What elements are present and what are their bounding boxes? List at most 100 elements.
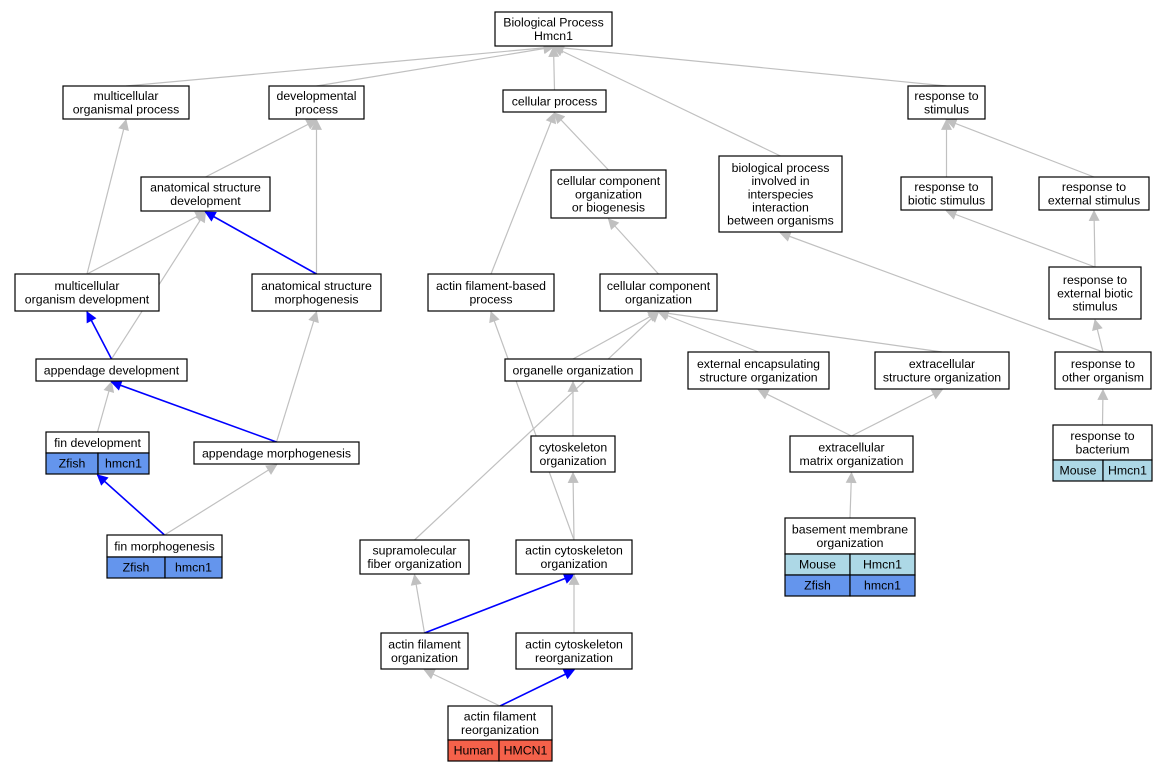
- node-label-line: supramolecular: [372, 544, 456, 558]
- species-label: Human: [454, 744, 494, 758]
- node-label-line: organization: [540, 454, 607, 468]
- node-label-line: anatomical structure: [261, 279, 372, 293]
- gene-cell: [498, 739, 553, 762]
- node-box: [530, 435, 616, 473]
- node-box: [193, 441, 360, 465]
- edge-cp-to-bp: [548, 45, 560, 91]
- node-box: [907, 85, 986, 120]
- node-label-line: process: [295, 102, 338, 116]
- node-label-line: involved in: [751, 174, 809, 188]
- node-box: [494, 11, 613, 47]
- node-box: [789, 435, 914, 473]
- node-label-line: Biological Process: [503, 16, 603, 30]
- gene-label: hmcn1: [105, 457, 142, 471]
- node-label-line: organization: [575, 187, 642, 201]
- edge-fm-to-am: [164, 464, 278, 536]
- edge-dp-to-bp: [316, 43, 555, 87]
- node-label-line: organelle organization: [512, 363, 633, 377]
- edge-afbp-to-cp: [490, 111, 556, 275]
- node-label-line: multicellular: [94, 89, 159, 103]
- edge-emo-to-eso: [851, 389, 943, 437]
- node-label-line: organization: [541, 557, 608, 571]
- node-box: [687, 351, 830, 390]
- go-term-node-ad[interactable]: appendage development: [35, 358, 188, 382]
- gene-cell: [164, 556, 223, 579]
- edge-sfo-to-cco: [414, 311, 660, 541]
- go-term-node-oo[interactable]: organelle organization: [504, 358, 642, 382]
- node-label-line: actin filament-based: [436, 279, 546, 293]
- node-label-line: cellular component: [557, 174, 661, 188]
- node-label-line: response to: [1063, 273, 1127, 287]
- node-box: [427, 273, 555, 312]
- node-box: [140, 176, 271, 212]
- edge-afo-to-aco: [424, 573, 576, 634]
- node-label-line: matrix organization: [800, 454, 904, 468]
- species-label: Mouse: [799, 558, 836, 572]
- edge-eso-to-cco: [657, 307, 943, 353]
- go-term-node-am[interactable]: appendage morphogenesis: [193, 441, 360, 465]
- node-label-line: Hmcn1: [534, 29, 573, 43]
- node-label-line: response to: [1071, 357, 1135, 371]
- node-label-line: actin cytoskeleton: [525, 544, 623, 558]
- node-label-line: appendage morphogenesis: [202, 446, 351, 460]
- node-label-line: organismal process: [73, 102, 180, 116]
- edge-emo-to-eeso: [757, 389, 852, 437]
- go-term-node-cp[interactable]: cellular process: [502, 89, 607, 113]
- node-label-line: biotic stimulus: [908, 193, 985, 207]
- edge-cco-to-ccob: [607, 218, 659, 275]
- node-label-line: external encapsulating: [697, 357, 820, 371]
- edge-fm-to-fd: [96, 474, 166, 536]
- node-box: [550, 169, 667, 219]
- node-label-line: interspecies: [748, 187, 814, 201]
- node-label-line: biological process: [732, 161, 830, 175]
- edge-aco-to-afbp: [489, 310, 575, 541]
- node-label-line: developmental: [277, 89, 357, 103]
- edge-afr-to-acr: [499, 669, 575, 707]
- node-label-line: appendage development: [44, 363, 180, 377]
- edge-asm-to-asd: [204, 211, 317, 275]
- node-label-line: between organisms: [727, 214, 834, 228]
- node-label-line: reorganization: [535, 651, 613, 665]
- node-box: [502, 89, 607, 113]
- edge-rebs-to-res: [1088, 209, 1100, 268]
- node-layer: Biological ProcessHmcn1multicellularorga…: [14, 11, 1153, 762]
- node-label-line: multicellular: [55, 279, 120, 293]
- gene-cell: [97, 452, 150, 475]
- node-box: [359, 539, 470, 575]
- node-label-line: development: [170, 194, 241, 208]
- species-label: Zfish: [59, 457, 86, 471]
- edge-rts-to-bp: [552, 42, 947, 87]
- node-label-line: organization: [817, 536, 884, 550]
